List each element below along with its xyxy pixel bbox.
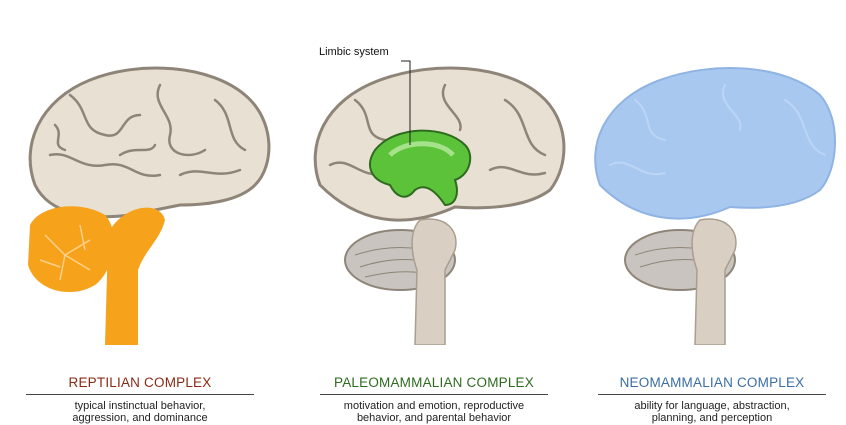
neomammalian-title: NEOMAMMALIAN COMPLEX [598, 375, 826, 395]
neomammalian-caption: NEOMAMMALIAN COMPLEX ability for languag… [592, 375, 832, 424]
paleomammalian-caption: PALEOMAMMALIAN COMPLEX motivation and em… [314, 375, 554, 424]
neomammalian-brain-illustration [580, 55, 842, 345]
reptilian-caption: REPTILIAN COMPLEX typical instinctual be… [20, 375, 260, 424]
paleomammalian-description: motivation and emotion, reproductive beh… [314, 400, 554, 424]
reptilian-brain-illustration [10, 55, 280, 345]
neomammalian-highlight [595, 68, 835, 219]
neomammalian-description: ability for language, abstraction, plann… [592, 400, 832, 424]
reptilian-description: typical instinctual behavior, aggression… [20, 400, 260, 424]
reptilian-title: REPTILIAN COMPLEX [26, 375, 254, 395]
paleomammalian-title: PALEOMAMMALIAN COMPLEX [320, 375, 548, 395]
reptilian-highlight [28, 206, 114, 292]
limbic-system-callout: Limbic system [319, 46, 389, 58]
paleomammalian-brain-illustration [305, 55, 575, 345]
